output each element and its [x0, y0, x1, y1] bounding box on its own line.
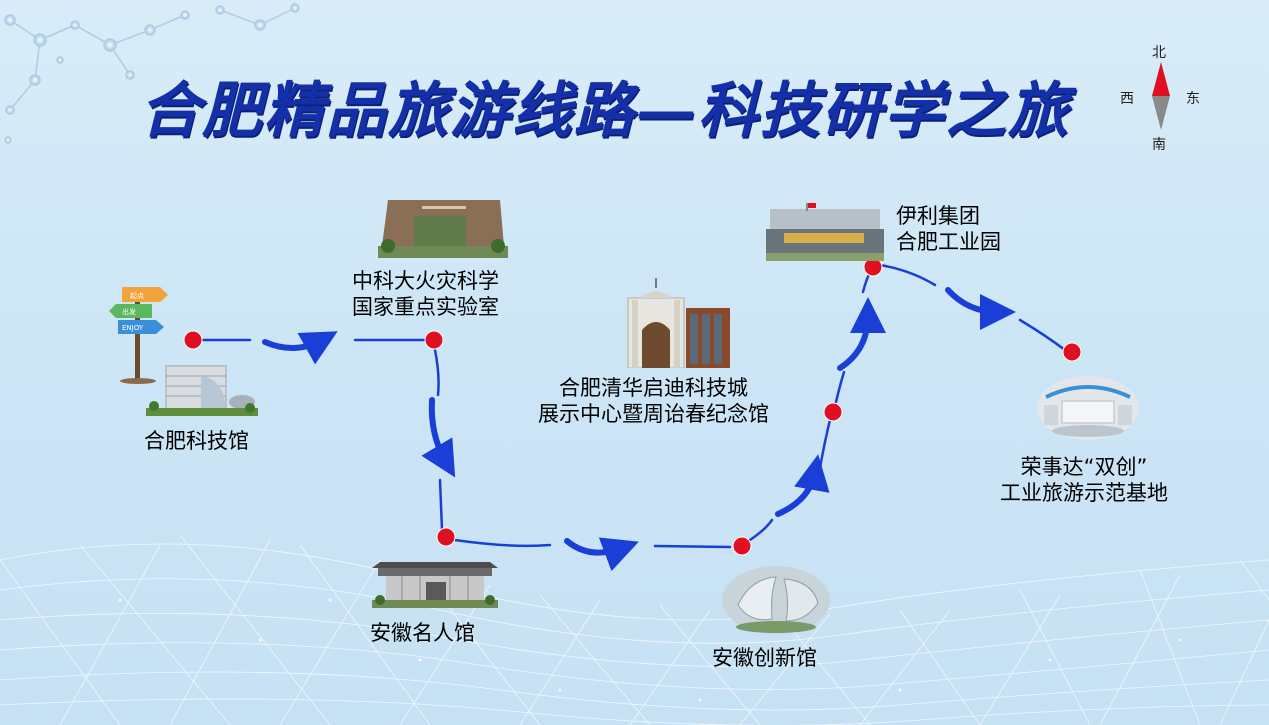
route-segment: [653, 544, 732, 549]
stop-label-line: 安徽创新馆: [712, 646, 817, 670]
stop-label-fire-science-lab: 中科大火灾科学 国家重点实验室: [352, 268, 499, 320]
compass-west: 西: [1120, 91, 1134, 107]
stop-marker-dot: [183, 330, 203, 350]
route-segment: [878, 263, 937, 287]
hefei-science-museum-photo: [146, 365, 258, 416]
stop-label-rongshida-base: 荣事达“双创” 工业旅游示范基地: [1000, 454, 1168, 506]
signpost-sign-2: 出发: [122, 307, 136, 316]
compass-south: 南: [1152, 137, 1166, 153]
anhui-celebrity-museum-photo: [372, 562, 498, 608]
route-segment: [818, 418, 832, 470]
compass-east: 东: [1186, 91, 1200, 107]
stop-label-line: 合肥科技馆: [144, 429, 249, 453]
stop-marker-dot: [424, 330, 444, 350]
route-arrow-icon: [262, 331, 338, 365]
page-title: 合肥精品旅游线路—科技研学之旅: [140, 76, 1070, 146]
stop-marker-dot: [436, 527, 456, 547]
stop-label-anhui-celebrity-museum: 安徽名人馆: [370, 620, 475, 646]
stop-label-line: 中科大火灾科学: [352, 269, 499, 293]
signpost-icon: 起点 出发 ENJOY: [109, 287, 168, 384]
stop-label-line: 安徽名人馆: [370, 621, 475, 645]
signpost-sign-1: 起点: [130, 292, 144, 300]
anhui-innovation-museum-photo: [722, 566, 830, 634]
fire-science-lab-photo: [378, 200, 508, 258]
route-arrow-icon: [775, 454, 830, 517]
route-arrow-icon: [945, 287, 1016, 330]
stop-marker-dot: [823, 402, 843, 422]
compass-needle-icon: [1152, 62, 1170, 130]
stop-label-tsinghua-tuspark: 合肥清华启迪科技城 展示中心暨周诒春纪念馆: [538, 375, 769, 427]
route-arrow-icon: [837, 297, 886, 371]
route-arrow-icon: [421, 397, 456, 478]
route-segment: [1018, 318, 1067, 352]
stop-label-anhui-innovation-museum: 安徽创新馆: [712, 645, 817, 671]
route-segment: [433, 348, 440, 397]
tsinghua-tuspark-photo: [627, 278, 730, 368]
yili-industrial-park-photo: [766, 203, 884, 261]
stop-marker-dot: [1062, 342, 1082, 362]
signpost-sign-3: ENJOY: [122, 324, 144, 332]
route-segment: [453, 538, 552, 548]
stop-marker-dot: [732, 536, 752, 556]
route-segment: [438, 478, 444, 532]
stop-label-hefei-science-museum: 合肥科技馆: [144, 428, 249, 454]
stop-label-line: 国家重点实验室: [352, 295, 499, 319]
stop-label-yili-industrial-park: 伊利集团 合肥工业园: [896, 203, 1001, 255]
route-arrow-icon: [564, 537, 639, 572]
route-segment: [748, 518, 774, 542]
route-segment: [834, 370, 846, 404]
stop-label-line: 伊利集团: [896, 204, 980, 228]
stop-label-line: 工业旅游示范基地: [1000, 481, 1168, 505]
compass-north: 北: [1152, 45, 1166, 61]
stop-label-line: 合肥清华启迪科技城: [559, 376, 748, 400]
rongshida-base-photo: [1037, 376, 1139, 440]
stop-label-line: 合肥工业园: [896, 230, 1001, 254]
stop-label-line: 展示中心暨周诒春纪念馆: [538, 402, 769, 426]
stop-label-line: 荣事达“双创”: [1020, 455, 1148, 479]
